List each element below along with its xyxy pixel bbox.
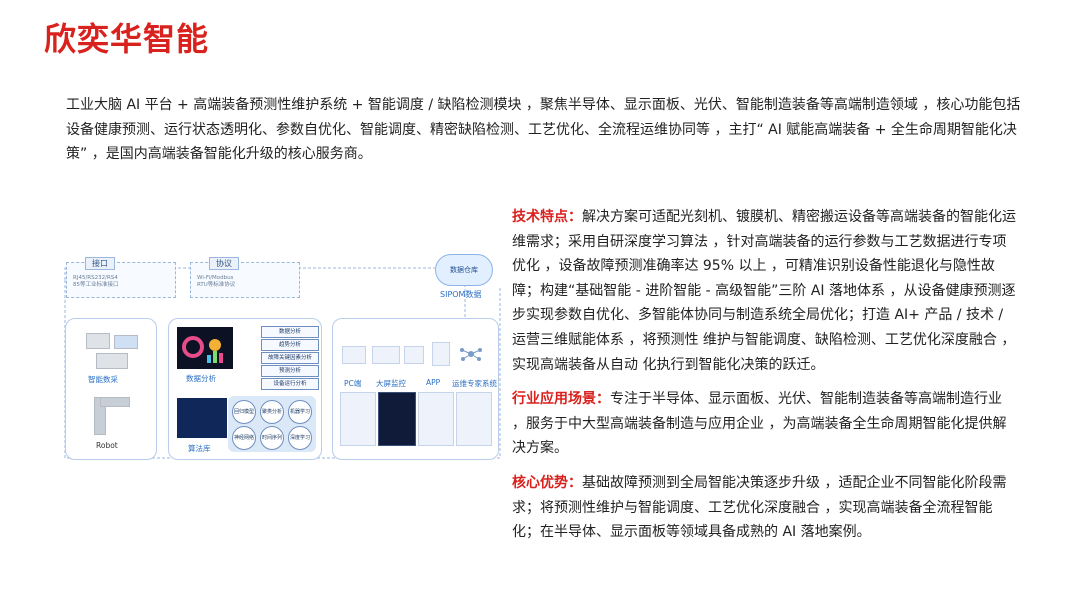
collector-device-icon xyxy=(96,353,128,369)
app-label: 运维专家系统 xyxy=(452,379,497,388)
robot-head-icon xyxy=(100,397,130,407)
section-label: 行业应用场景： xyxy=(512,391,610,408)
collect-label: 智能数采 xyxy=(88,375,118,384)
interface-box: 接口 RJ45/RS232/RS4 85等工业标准接口 xyxy=(66,257,176,298)
interface-note-line: RJ45/RS232/RS4 xyxy=(73,275,118,281)
page-title: 欣奕华智能 xyxy=(44,20,210,58)
app-screenshot xyxy=(418,392,454,446)
data-warehouse-cloud: 数据仓库 xyxy=(435,254,493,286)
analysis-label: 数据分析 xyxy=(186,374,216,383)
section-label: 技术特点： xyxy=(512,209,582,225)
algorithm-label: 算法库 xyxy=(188,444,211,453)
protocol-tag: 协议 xyxy=(209,257,239,270)
monitor-device-icon xyxy=(372,346,400,364)
dashboard-screenshot xyxy=(378,392,416,446)
analysis-item: 设备运行分析 xyxy=(261,378,319,390)
section-industry: 行业应用场景：专注于半导体、显示面板、光伏、智能制造装备等高端制造行业 ，服务于… xyxy=(512,387,1017,461)
analysis-item: 趋势分析 xyxy=(261,339,319,351)
section-label: 核心优势： xyxy=(512,474,582,491)
algo-circle: 聚类分析 xyxy=(260,400,284,424)
device-panel: 智能数采 Robot xyxy=(65,318,157,460)
protocol-note: Wi-Fi/Modbus RTU等标准协议 xyxy=(197,275,235,289)
section-text: 基础故障预测到全局智能决策逐步升级 ，适配企业不同智能化阶段需求；将预测性维护与… xyxy=(512,474,1007,541)
network-icon xyxy=(458,346,484,362)
section-text: 解决方案可适配光刻机、镀膜机、精密搬运设备等高端装备的智能化运维需求；采用自研深… xyxy=(512,209,1016,373)
analysis-dashboard-image xyxy=(177,327,233,369)
app-label: APP xyxy=(426,378,441,387)
robot-label: Robot xyxy=(96,441,118,450)
analysis-item: 数据分析 xyxy=(261,326,319,338)
pc-device-icon xyxy=(342,346,366,364)
section-advantage: 核心优势：基础故障预测到全局智能决策逐步升级 ，适配企业不同智能化阶段需求；将预… xyxy=(512,471,1017,545)
app-label: 大屏监控 xyxy=(376,379,406,388)
interface-note: RJ45/RS232/RS4 85等工业标准接口 xyxy=(73,275,119,289)
pc-screenshot xyxy=(340,392,376,446)
gateway-device-icon xyxy=(114,335,138,349)
protocol-box: 协议 Wi-Fi/Modbus RTU等标准协议 xyxy=(190,257,300,298)
protocol-note-line: Wi-Fi/Modbus xyxy=(197,275,234,281)
interface-tag: 接口 xyxy=(85,257,115,270)
analysis-item: 预测分析 xyxy=(261,365,319,377)
section-text: 专注于半导体、显示面板、光伏、智能制造装备等高端制造行业 ，服务于中大型高端装备… xyxy=(512,391,1007,457)
algo-circle: 时间序列 xyxy=(260,426,284,450)
chart-thumbnail-icon xyxy=(182,336,223,363)
sipom-label: SIPOM数据 xyxy=(440,290,482,299)
algorithm-image xyxy=(177,398,227,438)
algo-circle: 深度学习 xyxy=(288,426,312,450)
network-graph-icon xyxy=(460,348,482,361)
sensor-device-icon xyxy=(86,333,110,349)
app-label: PC端 xyxy=(344,379,362,388)
algo-circle: 回归模型 xyxy=(232,400,256,424)
algo-circle: 神经网络 xyxy=(232,426,256,450)
section-tech: 技术特点：解决方案可适配光刻机、镀膜机、精密搬运设备等高端装备的智能化运维需求；… xyxy=(512,205,1017,377)
algo-circle: 机器学习 xyxy=(288,400,312,424)
expert-system-screenshot xyxy=(456,392,492,446)
screen-device-icon xyxy=(404,346,424,364)
phone-device-icon xyxy=(432,342,450,366)
protocol-note-line: RTU等标准协议 xyxy=(197,282,236,288)
architecture-diagram: 接口 RJ45/RS232/RS4 85等工业标准接口 协议 Wi-Fi/Mod… xyxy=(60,250,505,470)
intro-paragraph: 工业大脑 AI 平台 + 高端装备预测性维护系统 + 智能调度 / 缺陷检测模块… xyxy=(66,97,1021,162)
interface-note-line: 85等工业标准接口 xyxy=(73,282,119,288)
analysis-item: 故障关键因素分析 xyxy=(261,352,319,364)
feature-description: 技术特点：解决方案可适配光刻机、镀膜机、精密搬运设备等高端装备的智能化运维需求；… xyxy=(512,205,1017,555)
